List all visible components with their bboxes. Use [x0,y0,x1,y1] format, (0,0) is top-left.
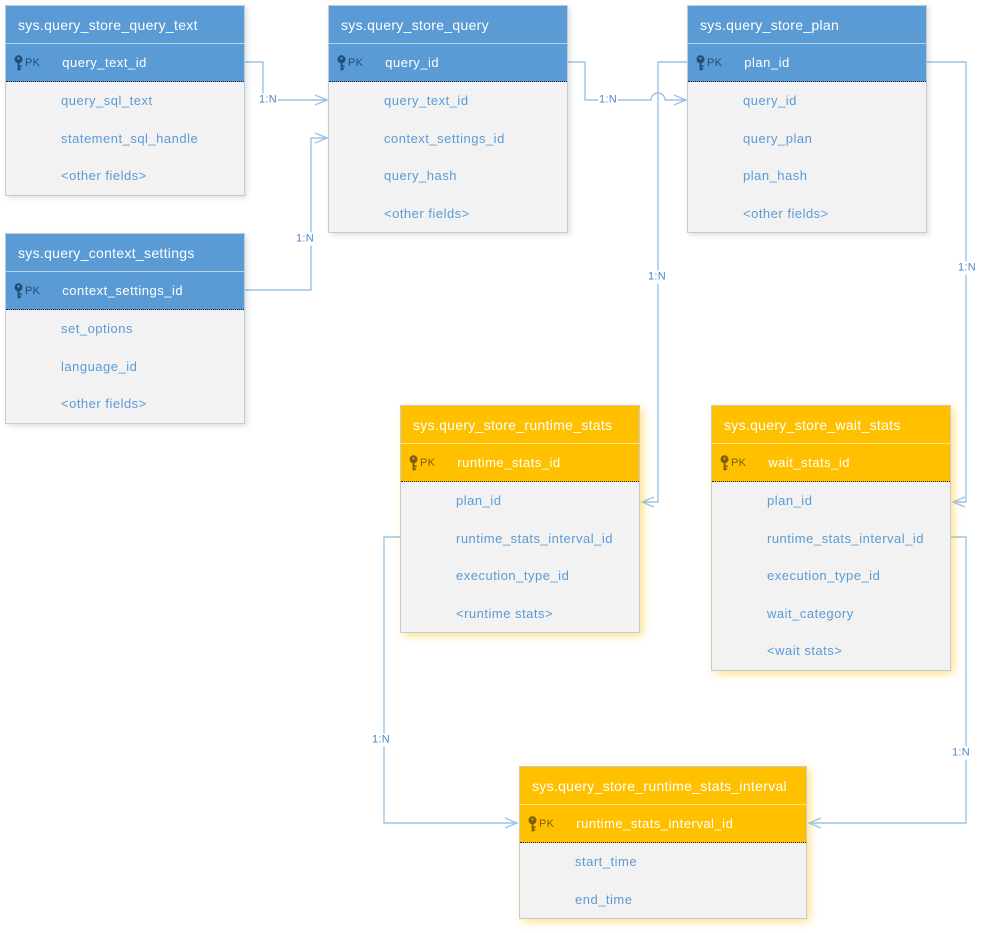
field-row[interactable]: <wait stats> [767,643,843,659]
pk-field-name: runtime_stats_id [457,455,561,470]
field-list: query_sql_text statement_sql_handle <oth… [6,82,244,195]
entity-query-store-query[interactable]: sys.query_store_query PK query_id query_… [328,5,568,233]
pk-row[interactable]: PK query_text_id [6,44,244,82]
field-row[interactable]: statement_sql_handle [61,130,199,146]
key-icon [13,54,24,71]
cardinality-label: 1:N [956,261,978,275]
key-icon [408,454,419,471]
cardinality-label: 1:N [257,93,279,107]
key-icon [695,54,706,71]
pk-row[interactable]: PK query_id [329,44,567,82]
field-list: query_text_id context_settings_id query_… [329,82,567,232]
field-row[interactable]: <other fields> [384,205,470,221]
entity-query-store-runtime-stats-interval[interactable]: sys.query_store_runtime_stats_interval P… [519,766,807,919]
pk-field-name: plan_id [744,55,790,70]
field-list: plan_id runtime_stats_interval_id execut… [712,482,950,670]
pk-badge: PK [25,284,41,297]
pk-row[interactable]: PK wait_stats_id [712,444,950,482]
connector-plan-to-runtimestats [640,61,687,508]
field-row[interactable]: query_sql_text [61,93,153,109]
cardinality-label: 1:N [597,93,619,107]
field-row[interactable]: plan_id [767,493,813,509]
pk-field-name: context_settings_id [62,283,184,298]
field-row[interactable]: set_options [61,321,133,337]
field-row[interactable]: runtime_stats_interval_id [456,530,614,546]
field-row[interactable]: plan_hash [743,168,808,184]
pk-field-name: wait_stats_id [768,455,850,470]
key-icon [527,815,538,832]
entity-title: sys.query_store_query_text [6,6,244,44]
field-row[interactable]: start_time [575,854,638,870]
field-list: query_id query_plan plan_hash <other fie… [688,82,926,232]
entity-query-store-wait-stats[interactable]: sys.query_store_wait_stats PK wait_stats… [711,405,951,671]
cardinality-label: 1:N [646,270,668,284]
entity-title: sys.query_store_plan [688,6,926,44]
pk-row[interactable]: PK context_settings_id [6,272,244,310]
field-list: start_time end_time [520,843,806,918]
field-row[interactable]: query_hash [384,168,457,184]
cardinality-label: 1:N [370,733,392,747]
field-list: set_options language_id <other fields> [6,310,244,423]
field-row[interactable]: runtime_stats_interval_id [767,530,925,546]
field-row[interactable]: <other fields> [61,168,147,184]
field-row[interactable]: end_time [575,891,633,907]
pk-badge: PK [539,817,555,830]
entity-title: sys.query_store_query [329,6,567,44]
field-row[interactable]: execution_type_id [767,568,881,584]
entity-query-store-plan[interactable]: sys.query_store_plan PK plan_id query_id… [687,5,927,233]
pk-field-name: query_id [385,55,440,70]
field-row[interactable]: query_id [743,93,797,109]
entity-query-store-query-text[interactable]: sys.query_store_query_text PK query_text… [5,5,245,196]
pk-badge: PK [707,56,723,69]
pk-badge: PK [420,456,436,469]
entity-title: sys.query_store_runtime_stats_interval [520,767,806,805]
cardinality-label: 1:N [950,746,972,760]
field-row[interactable]: wait_category [767,605,854,621]
connector-contextsettings-to-query [245,132,329,291]
field-row[interactable]: query_text_id [384,93,469,109]
key-icon [336,54,347,71]
pk-badge: PK [731,456,747,469]
key-icon [13,282,24,299]
field-list: plan_id runtime_stats_interval_id execut… [401,482,639,632]
field-row[interactable]: plan_id [456,493,502,509]
entity-title: sys.query_context_settings [6,234,244,272]
pk-row[interactable]: PK runtime_stats_id [401,444,639,482]
cardinality-label: 1:N [294,232,316,246]
field-row[interactable]: context_settings_id [384,130,505,146]
entity-title: sys.query_store_runtime_stats [401,406,639,444]
field-row[interactable]: <other fields> [743,205,829,221]
pk-row[interactable]: PK plan_id [688,44,926,82]
pk-row[interactable]: PK runtime_stats_interval_id [520,805,806,843]
field-row[interactable]: <other fields> [61,396,147,412]
field-row[interactable]: query_plan [743,130,813,146]
entity-query-store-runtime-stats[interactable]: sys.query_store_runtime_stats PK runtime… [400,405,640,633]
field-row[interactable]: execution_type_id [456,568,570,584]
entity-query-context-settings[interactable]: sys.query_context_settings PK context_se… [5,233,245,424]
pk-field-name: query_text_id [62,55,147,70]
pk-badge: PK [348,56,364,69]
pk-field-name: runtime_stats_interval_id [576,816,734,831]
entity-title: sys.query_store_wait_stats [712,406,950,444]
key-icon [719,454,730,471]
connector-query-to-plan [568,61,688,106]
pk-badge: PK [25,56,41,69]
field-row[interactable]: <runtime stats> [456,605,554,621]
field-row[interactable]: language_id [61,358,138,374]
